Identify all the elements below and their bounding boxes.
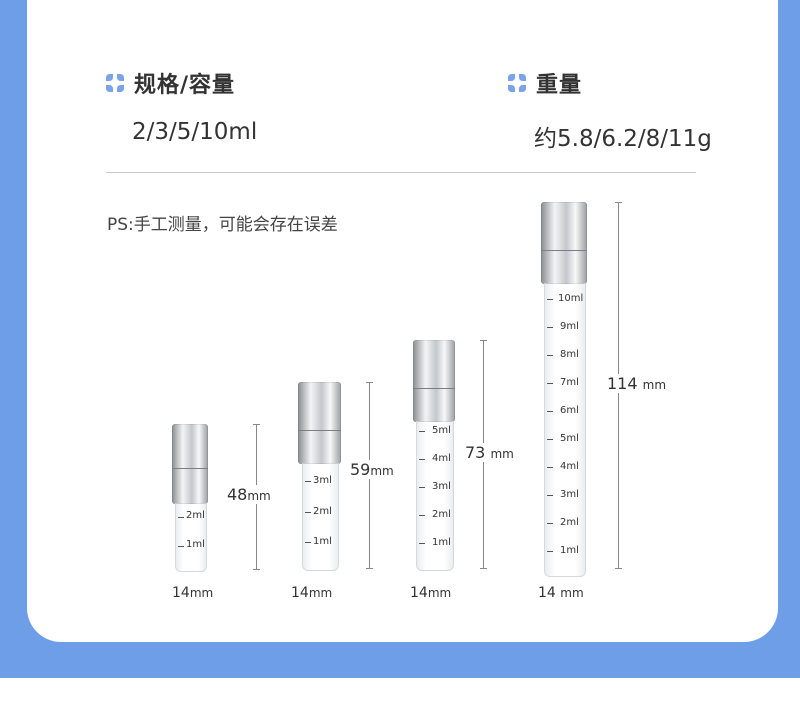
capacity-value: 2/3/5/10ml	[132, 119, 258, 145]
spec-capacity: 规格/容量 2/3/5/10ml	[106, 67, 257, 145]
width-label: 14 mm	[538, 585, 584, 601]
scale-label: 8ml	[560, 349, 579, 360]
weight-value: 约5.8/6.2/8/11g	[534, 126, 712, 152]
scale-label: 5ml	[560, 433, 579, 444]
width-label: 14mm	[410, 585, 452, 601]
scale-label: 3ml	[560, 489, 579, 500]
vial-cap	[298, 382, 341, 464]
flower-icon	[508, 74, 526, 92]
scale-label: 3ml	[313, 475, 332, 486]
vial-glass	[544, 283, 586, 577]
scale-label: 1ml	[432, 537, 451, 548]
vial-cap	[172, 424, 208, 504]
scale-label: 1ml	[186, 539, 205, 550]
scale-label: 10ml	[558, 293, 584, 304]
vial-cap	[541, 202, 587, 284]
scale-label: 2ml	[432, 509, 451, 520]
height-label: 73 mm	[463, 443, 516, 462]
height-label: 114 mm	[605, 374, 669, 393]
vial-cap	[413, 340, 455, 422]
scale-label: 5ml	[432, 425, 451, 436]
vial-glass	[175, 503, 207, 572]
weight-title: 重量	[536, 73, 583, 98]
capacity-title: 规格/容量	[134, 73, 236, 98]
spec-weight: 重量 约5.8/6.2/8/11g	[508, 67, 712, 153]
width-label: 14mm	[172, 585, 214, 601]
scale-label: 1ml	[560, 545, 579, 556]
height-label: 48mm	[225, 485, 273, 504]
scale-label: 4ml	[560, 461, 579, 472]
scale-label: 9ml	[560, 321, 579, 332]
flower-icon	[106, 74, 124, 92]
divider	[106, 172, 696, 173]
scale-label: 3ml	[432, 481, 451, 492]
scale-label: 6ml	[560, 405, 579, 416]
vial-glass	[416, 421, 454, 571]
scale-label: 1ml	[313, 536, 332, 547]
content-card	[27, 0, 778, 642]
height-label: 59mm	[348, 460, 396, 479]
scale-label: 2ml	[560, 517, 579, 528]
measurement-note: PS:手工测量，可能会存在误差	[107, 215, 338, 235]
scale-label: 2ml	[313, 506, 332, 517]
scale-label: 2ml	[186, 510, 205, 521]
scale-label: 7ml	[560, 377, 579, 388]
scale-label: 4ml	[432, 453, 451, 464]
width-label: 14mm	[291, 585, 333, 601]
